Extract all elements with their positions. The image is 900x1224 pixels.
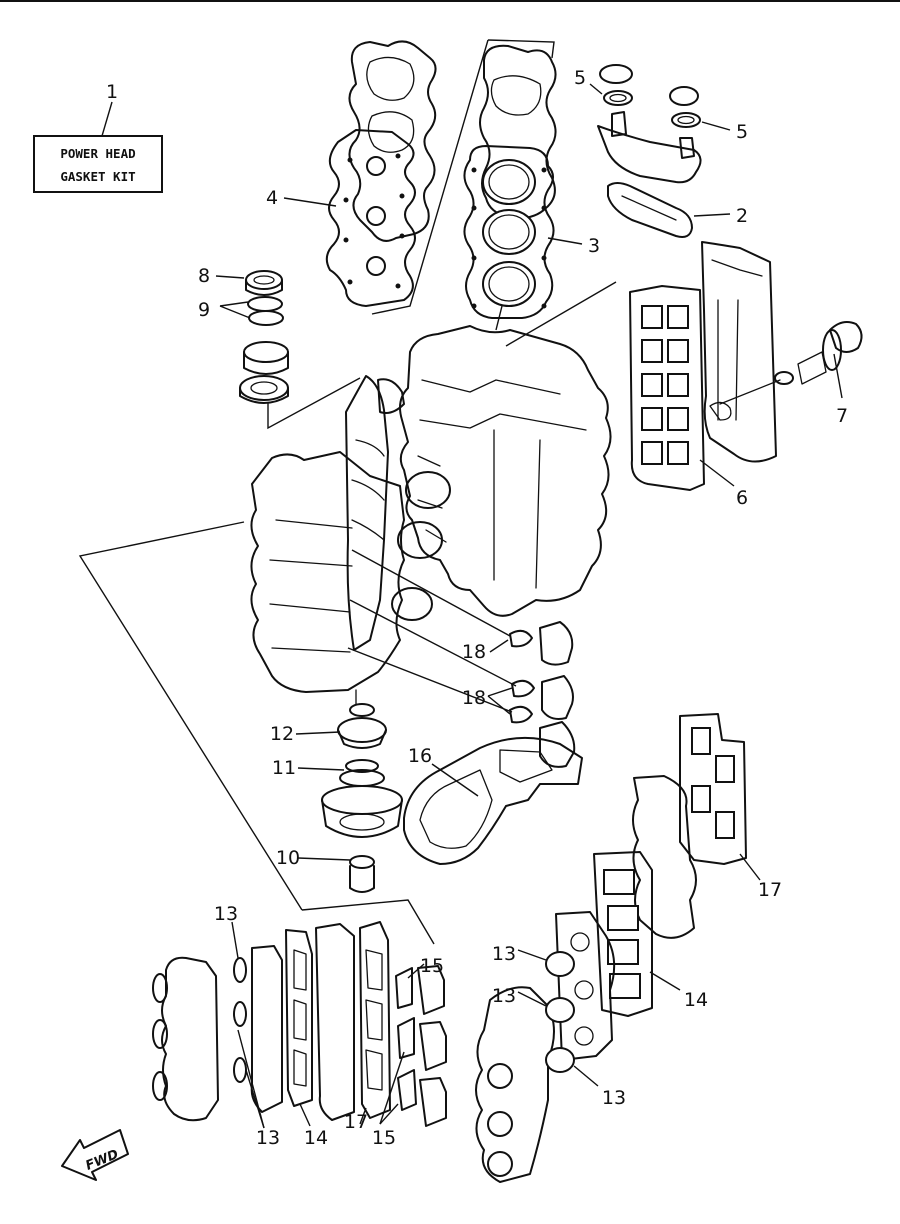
- callouts: 1 2 3 4 5 5 6 7 8 9 10 11 12 13 13 13 13…: [106, 67, 848, 1149]
- base-gasket: [403, 736, 583, 865]
- crankcase-assembly: [250, 375, 451, 693]
- left-manifold-group: [152, 921, 447, 1129]
- callout-2: 2: [736, 205, 748, 227]
- cylinder-block: [399, 325, 612, 617]
- callout-1: 1: [106, 81, 118, 103]
- thermostat-group: [719, 321, 863, 405]
- callout-12: 12: [270, 723, 294, 745]
- callout-17-right: 17: [758, 879, 782, 901]
- callout-18-upper: 18: [462, 641, 486, 663]
- callout-14-right: 14: [684, 989, 708, 1011]
- callout-14-left: 14: [304, 1127, 328, 1149]
- callout-18-lower: 18: [462, 687, 486, 709]
- lower-bearing-stack: [295, 689, 403, 893]
- callout-10: 10: [276, 847, 300, 869]
- callout-16: 16: [408, 745, 432, 767]
- cylinder-head: [479, 44, 557, 220]
- right-manifold-group: [475, 713, 761, 1183]
- callout-11: 11: [272, 757, 296, 779]
- kit-label-line2: GASKET KIT: [60, 169, 135, 184]
- forward-arrow: FWD: [61, 1129, 129, 1181]
- callout-17-left: 17: [344, 1111, 368, 1133]
- head-cover: [348, 40, 437, 242]
- forward-label: FWD: [84, 1147, 121, 1174]
- callout-7: 7: [836, 405, 848, 427]
- callout-13-left-top: 13: [214, 903, 238, 925]
- intake-gasket: [629, 285, 735, 491]
- callout-5-right: 5: [736, 121, 748, 143]
- exhaust-gaskets: [347, 549, 576, 768]
- callout-15-bottom: 15: [372, 1127, 396, 1149]
- cylinder-head-gasket: [463, 145, 583, 331]
- intake-cover: [701, 241, 777, 463]
- callout-9: 9: [198, 299, 210, 321]
- kit-label: POWER HEAD GASKET KIT: [33, 101, 163, 193]
- kit-label-line1: POWER HEAD: [60, 146, 135, 161]
- exhaust-cover-group: [589, 64, 731, 238]
- callout-4: 4: [266, 187, 278, 209]
- head-cover-gasket: [283, 129, 416, 307]
- callout-6: 6: [736, 487, 748, 509]
- callout-13-right-bottom: 13: [602, 1087, 626, 1109]
- callout-13-right-top: 13: [492, 943, 516, 965]
- callout-13-right-middle: 13: [492, 985, 516, 1007]
- callout-5-upper: 5: [574, 67, 586, 89]
- callout-15-top: 15: [420, 955, 444, 977]
- callout-13-left-bottom: 13: [256, 1127, 280, 1149]
- callout-8: 8: [198, 265, 210, 287]
- callout-3: 3: [588, 235, 600, 257]
- bearing-stack: [215, 270, 289, 404]
